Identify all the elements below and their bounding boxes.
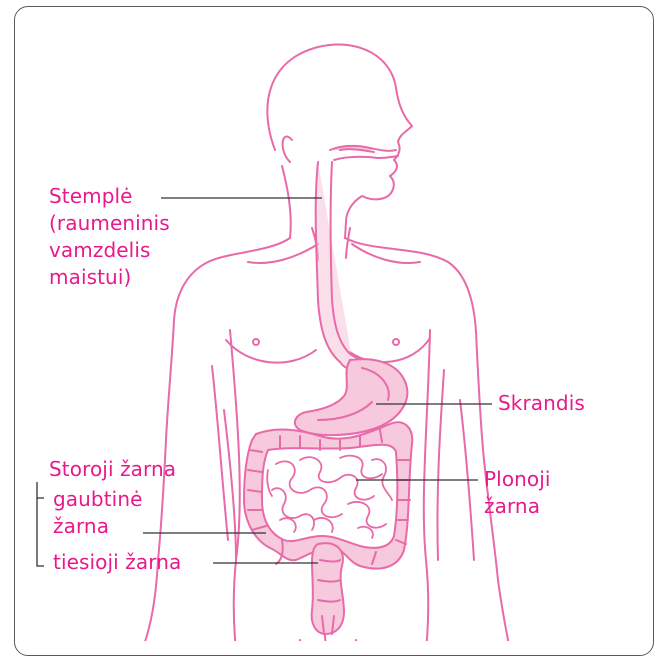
esophagus-label-line-3: vamzdelis — [49, 237, 170, 264]
bracket-rectum — [37, 498, 44, 566]
esophagus — [316, 146, 398, 370]
esophagus-label: Stemplė (raumeninis vamzdelis maistui) — [49, 183, 170, 291]
small-intestine-label-line-1: Plonoji — [484, 466, 551, 493]
esophagus-label-line-2: (raumeninis — [49, 210, 170, 237]
colon-label: gaubtinė žarna — [53, 486, 143, 540]
stomach-label: Skrandis — [498, 390, 585, 417]
digestive-system-illustration — [0, 0, 660, 641]
esophagus-label-line-1: Stemplė — [49, 183, 170, 210]
rectum — [312, 543, 344, 634]
large-intestine-label: Storoji žarna — [49, 456, 176, 483]
bracket-colon — [37, 482, 44, 498]
colon-label-line-1: gaubtinė — [53, 486, 143, 513]
small-intestine-label: Plonoji žarna — [484, 466, 551, 520]
colon-label-line-2: žarna — [53, 513, 143, 540]
rectum-label: tiesioji žarna — [53, 549, 181, 576]
esophagus-label-line-4: maistui) — [49, 264, 170, 291]
small-intestine-label-line-2: žarna — [484, 493, 551, 520]
